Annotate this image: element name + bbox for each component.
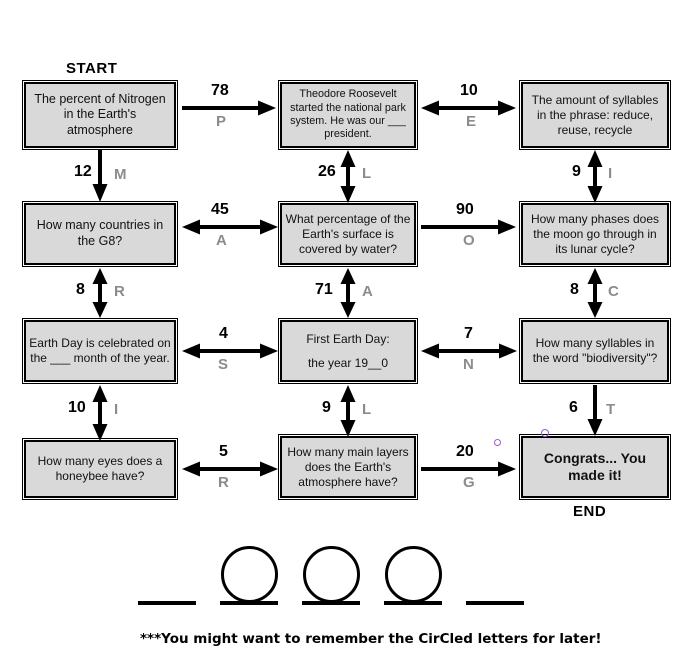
question-text-line1: First Earth Day: [306,332,390,346]
arrow-12-M [92,150,108,203]
arrow-letter-G: G [463,474,475,491]
answer-blank-5[interactable] [466,601,524,605]
arrow-letter-R2: R [218,474,229,491]
question-box-first-earth-day[interactable]: First Earth Day: the year 19__0 [278,318,418,384]
arrow-letter-S: S [218,356,229,373]
answer-blank-2[interactable] [220,601,278,605]
arrow-number-78: 78 [211,82,229,99]
question-box-water-percent[interactable]: What percentage of the Earth's surface i… [278,201,418,267]
arrow-letter-L2: L [362,401,372,418]
question-text: Earth Day is celebrated on the ___ month… [29,336,171,365]
start-label: START [66,60,118,77]
question-text: How many syllables in the word "biodiver… [532,336,658,365]
question-box-g8[interactable]: How many countries in the G8? [22,201,178,267]
answer-circle-2 [221,546,278,603]
arrow-letter-I2: I [114,401,119,418]
arrow-number-45: 45 [211,201,229,218]
arrow-letter-M: M [114,166,127,183]
answer-blank-1[interactable] [138,601,196,605]
end-box-congrats[interactable]: Congrats... You made it! [519,434,671,500]
arrow-number-7: 7 [464,325,473,342]
answer-blank-4[interactable] [384,601,442,605]
arrow-letter-P: P [216,113,227,130]
arrow-number-10i: 10 [68,399,86,416]
question-box-roosevelt[interactable]: Theodore Roosevelt started the national … [278,80,418,150]
arrow-letter-O: O [463,232,475,249]
arrow-20-G [421,461,517,477]
question-text: How many main layers does the Earth's at… [287,444,409,489]
arrow-letter-R: R [114,283,125,300]
arrow-45-A [182,219,278,235]
arrow-90-O [421,219,517,235]
arrow-letter-I: I [608,165,613,182]
arrow-letter-L: L [362,165,372,182]
answer-circle-4 [385,546,442,603]
question-text: The amount of syllables in the phrase: r… [531,92,659,137]
arrow-9-L [340,385,356,437]
arrow-letter-A: A [362,283,373,300]
answer-blank-3[interactable] [302,601,360,605]
arrow-number-8: 8 [76,281,85,298]
footnote-text: ***You might want to remember the CirCle… [140,631,602,647]
arrow-number-9l: 9 [322,399,331,416]
question-text: How many countries in the G8? [36,218,164,248]
arrow-number-71: 71 [315,281,333,298]
question-text: First Earth Day: the year 19__0 [285,327,411,375]
arrow-4-S [182,343,278,359]
question-box-earth-day-month[interactable]: Earth Day is celebrated on the ___ month… [22,318,178,384]
arrow-number-20: 20 [456,443,474,460]
congrats-text: Congrats... You made it! [543,449,647,484]
arrow-8-C [587,268,603,318]
question-box-moon-phases[interactable]: How many phases does the moon go through… [519,201,671,267]
arrow-number-12: 12 [74,163,92,180]
arrow-9-I [587,150,603,203]
arrow-letter-E: E [466,113,477,130]
arrow-letter-T: T [606,401,616,418]
question-box-biodiversity[interactable]: How many syllables in the word "biodiver… [519,318,671,384]
arrow-letter-A: A [216,232,227,249]
arrow-number-9: 9 [572,163,581,180]
arrow-number-10: 10 [460,82,478,99]
arrow-7-N [421,343,517,359]
arrow-10-E [421,100,516,116]
answer-circle-3 [303,546,360,603]
arrow-5-R [182,461,278,477]
question-text: What percentage of the Earth's surface i… [285,211,411,256]
arrow-letter-C: C [608,283,619,300]
arrow-number-5: 5 [219,443,228,460]
question-text-line2: the year 19__0 [307,356,389,370]
question-box-syllables-phrase[interactable]: The amount of syllables in the phrase: r… [519,80,671,150]
arrow-number-8c: 8 [570,281,579,298]
arrow-number-26: 26 [318,163,336,180]
question-text: Theodore Roosevelt started the national … [290,88,406,141]
question-text: The percent of Nitrogen in the Earth's a… [34,91,166,137]
arrow-6-T [587,385,603,437]
end-label: END [573,503,607,520]
arrow-26-L [340,150,356,203]
question-box-nitrogen[interactable]: The percent of Nitrogen in the Earth's a… [22,80,178,150]
arrow-letter-N: N [463,356,474,373]
question-box-honeybee-eyes[interactable]: How many eyes does a honeybee have? [22,438,178,500]
arrow-number-90: 90 [456,201,474,218]
scan-speck [541,429,549,437]
arrow-10-I [92,385,108,441]
scan-speck [494,439,501,446]
question-text: How many phases does the moon go through… [530,211,660,256]
arrow-71-A [340,268,356,318]
question-box-atmosphere-layers[interactable]: How many main layers does the Earth's at… [278,434,418,500]
arrow-78-P [182,100,278,116]
arrow-8-R [92,268,108,318]
arrow-number-6: 6 [569,399,578,416]
arrow-number-4: 4 [219,325,228,342]
question-text: How many eyes does a honeybee have? [37,454,163,483]
